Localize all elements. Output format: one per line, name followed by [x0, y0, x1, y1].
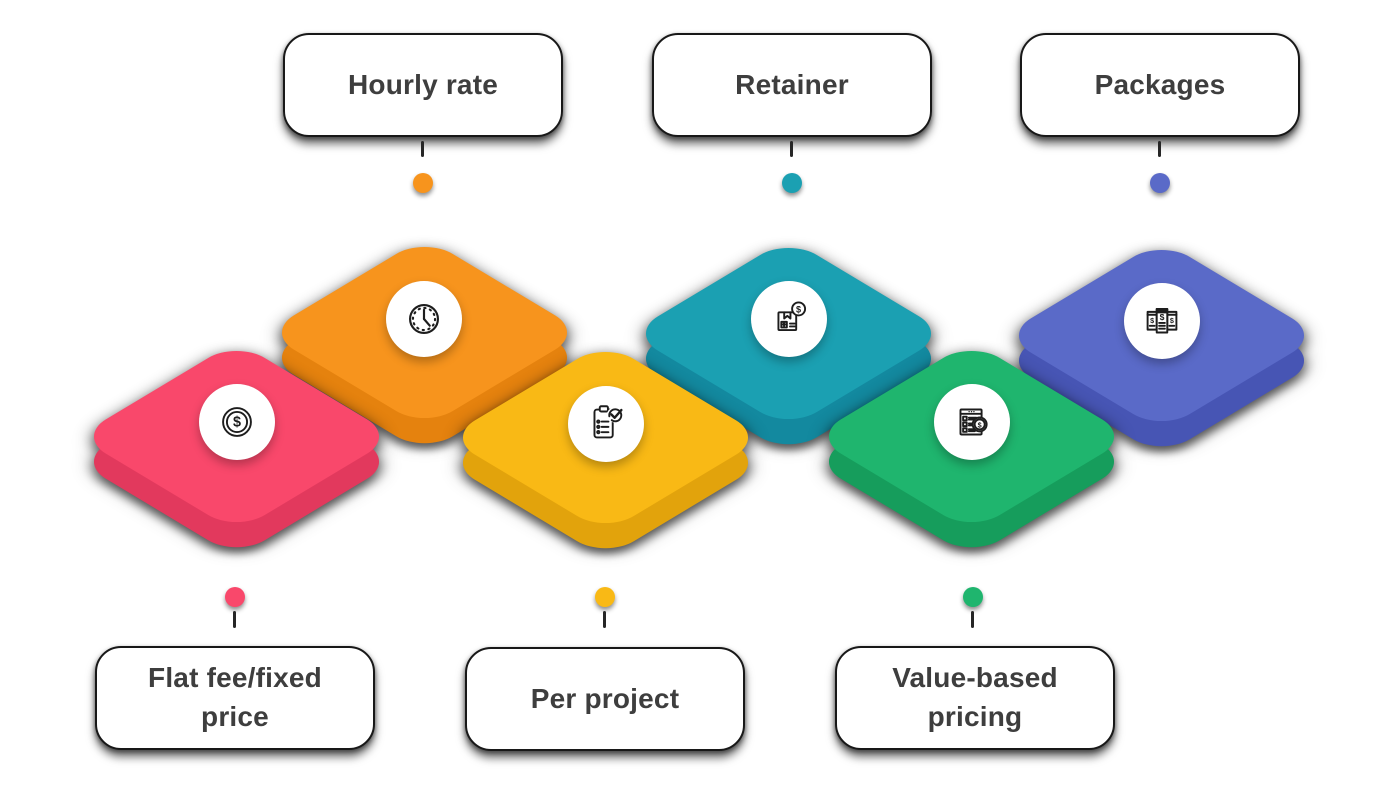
label-flat-fee-text: Flat fee/fixed price — [148, 662, 322, 732]
dot-value-based — [963, 587, 983, 607]
svg-text:$: $ — [1150, 316, 1154, 325]
connector-packages — [1158, 141, 1161, 157]
label-retainer-text: Retainer — [735, 68, 849, 100]
connector-flat-fee — [233, 611, 236, 628]
label-value-based: Value-based pricing — [835, 646, 1115, 750]
dollar-coin-icon: $ — [199, 384, 275, 460]
clipboard-check-icon — [568, 386, 644, 462]
label-per-project-text: Per project — [530, 682, 680, 714]
svg-text:$: $ — [1170, 316, 1174, 325]
price-list-dollar-icon: $ — [934, 384, 1010, 460]
label-packages: Packages — [1020, 33, 1300, 137]
label-per-project: Per project — [465, 647, 745, 751]
clock-icon — [386, 281, 462, 357]
dot-retainer — [782, 173, 802, 193]
connector-per-project — [603, 611, 606, 628]
label-packages-text: Packages — [1094, 68, 1226, 100]
dot-packages — [1150, 173, 1170, 193]
connector-retainer — [790, 141, 793, 157]
label-retainer: Retainer — [652, 33, 932, 137]
dot-per-project — [595, 587, 615, 607]
price-tags-icon: $ $ $ — [1124, 283, 1200, 359]
connector-hourly-rate — [421, 141, 424, 157]
svg-text:$: $ — [233, 414, 241, 430]
label-value-based-text: Value-based pricing — [892, 662, 1058, 732]
package-dollar-icon: $ — [751, 281, 827, 357]
label-hourly-rate: Hourly rate — [283, 33, 563, 137]
dot-flat-fee — [225, 587, 245, 607]
label-hourly-rate-text: Hourly rate — [347, 68, 499, 100]
svg-text:$: $ — [978, 420, 982, 429]
svg-text:$: $ — [1160, 312, 1165, 322]
label-flat-fee: Flat fee/fixed price — [95, 646, 375, 750]
dot-hourly-rate — [413, 173, 433, 193]
svg-text:$: $ — [796, 304, 801, 314]
connector-value-based — [971, 611, 974, 628]
